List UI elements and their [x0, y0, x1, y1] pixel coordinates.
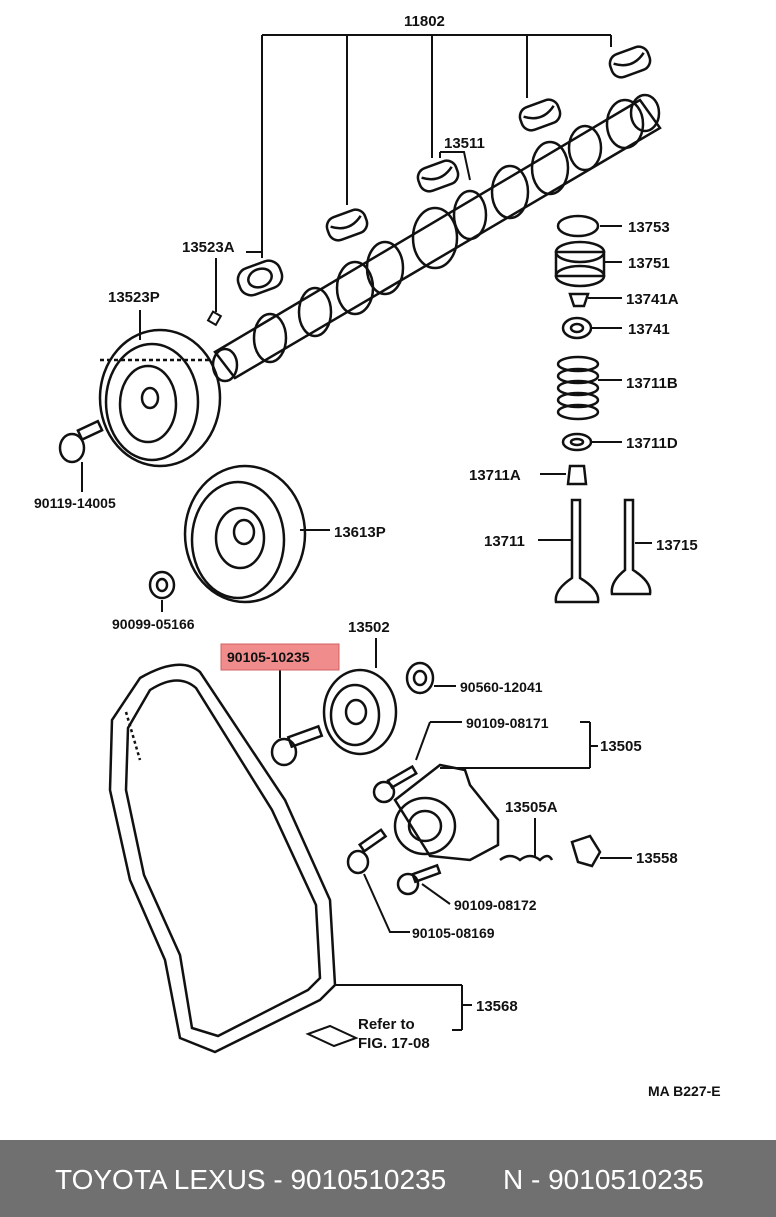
camshaft-bearings: [236, 45, 652, 297]
label-90560: 90560-12041: [460, 679, 543, 695]
idler-pulley: [322, 668, 398, 756]
part-labels: 11802 13511 13523A 13523P 13753 13751 13…: [34, 13, 721, 1099]
label-13711: 13711: [484, 533, 525, 550]
label-13558: 13558: [636, 850, 678, 867]
label-90119: 90119-14005: [34, 495, 116, 511]
label-13715: 13715: [656, 537, 698, 554]
bolt-90119: [58, 419, 104, 464]
label-13613P: 13613P: [334, 524, 386, 541]
label-11802: 11802: [404, 13, 445, 30]
label-13741: 13741: [628, 321, 670, 338]
label-13711A: 13711A: [469, 467, 521, 484]
footer-part-number: N - 9010510235: [503, 1164, 704, 1195]
footer-part-title: TOYOTA LEXUS - 9010510235: [55, 1164, 447, 1195]
crankshaft-timing-pulley: [183, 464, 307, 604]
label-13505A: 13505A: [505, 799, 558, 816]
label-90109-08171: 90109-08171: [466, 715, 549, 731]
footer-bar: TOYOTA LEXUS - 9010510235 N - 9010510235: [0, 1140, 776, 1217]
label-fig-ref: FIG. 17-08: [358, 1035, 430, 1052]
label-90109-08172: 90109-08172: [454, 897, 537, 913]
leader-13511: [440, 151, 471, 181]
valve-train: [554, 214, 652, 604]
belt-leaders: [305, 984, 472, 1048]
timing-belt: [108, 663, 337, 1054]
bearing-callout-lines: [261, 34, 612, 258]
bolt-90105-10235: [270, 724, 324, 767]
label-diagram-code: MA B227-E: [648, 1083, 721, 1099]
tensioner-assembly: [346, 763, 602, 896]
camshaft: [211, 93, 662, 383]
washer-90560: [405, 661, 435, 695]
parts-diagram: 11802 13511 13523A 13523P 13753 13751 13…: [34, 13, 721, 1099]
label-90099: 90099-05166: [112, 616, 195, 632]
label-13711D: 13711D: [626, 435, 678, 452]
label-refer-to: Refer to: [358, 1016, 415, 1033]
label-13711B: 13711B: [626, 375, 678, 392]
tensioner-leaders: [363, 721, 632, 933]
label-90105-08169: 90105-08169: [412, 925, 495, 941]
camshaft-timing-pulley: [98, 328, 222, 468]
label-13523A: 13523A: [182, 239, 235, 256]
highlight-box: [220, 643, 340, 671]
label-13505: 13505: [600, 738, 642, 755]
valve-train-leaders: [538, 225, 652, 544]
label-13741A: 13741A: [626, 291, 679, 308]
label-90105-10235: 90105-10235: [227, 649, 310, 665]
camshaft-pin: [206, 310, 223, 327]
label-13502: 13502: [348, 619, 390, 636]
label-13753: 13753: [628, 219, 670, 236]
label-13568: 13568: [476, 998, 518, 1015]
label-13751: 13751: [628, 255, 670, 272]
nut-90099: [148, 570, 176, 600]
label-13523P: 13523P: [108, 289, 160, 306]
label-13511: 13511: [444, 135, 485, 152]
